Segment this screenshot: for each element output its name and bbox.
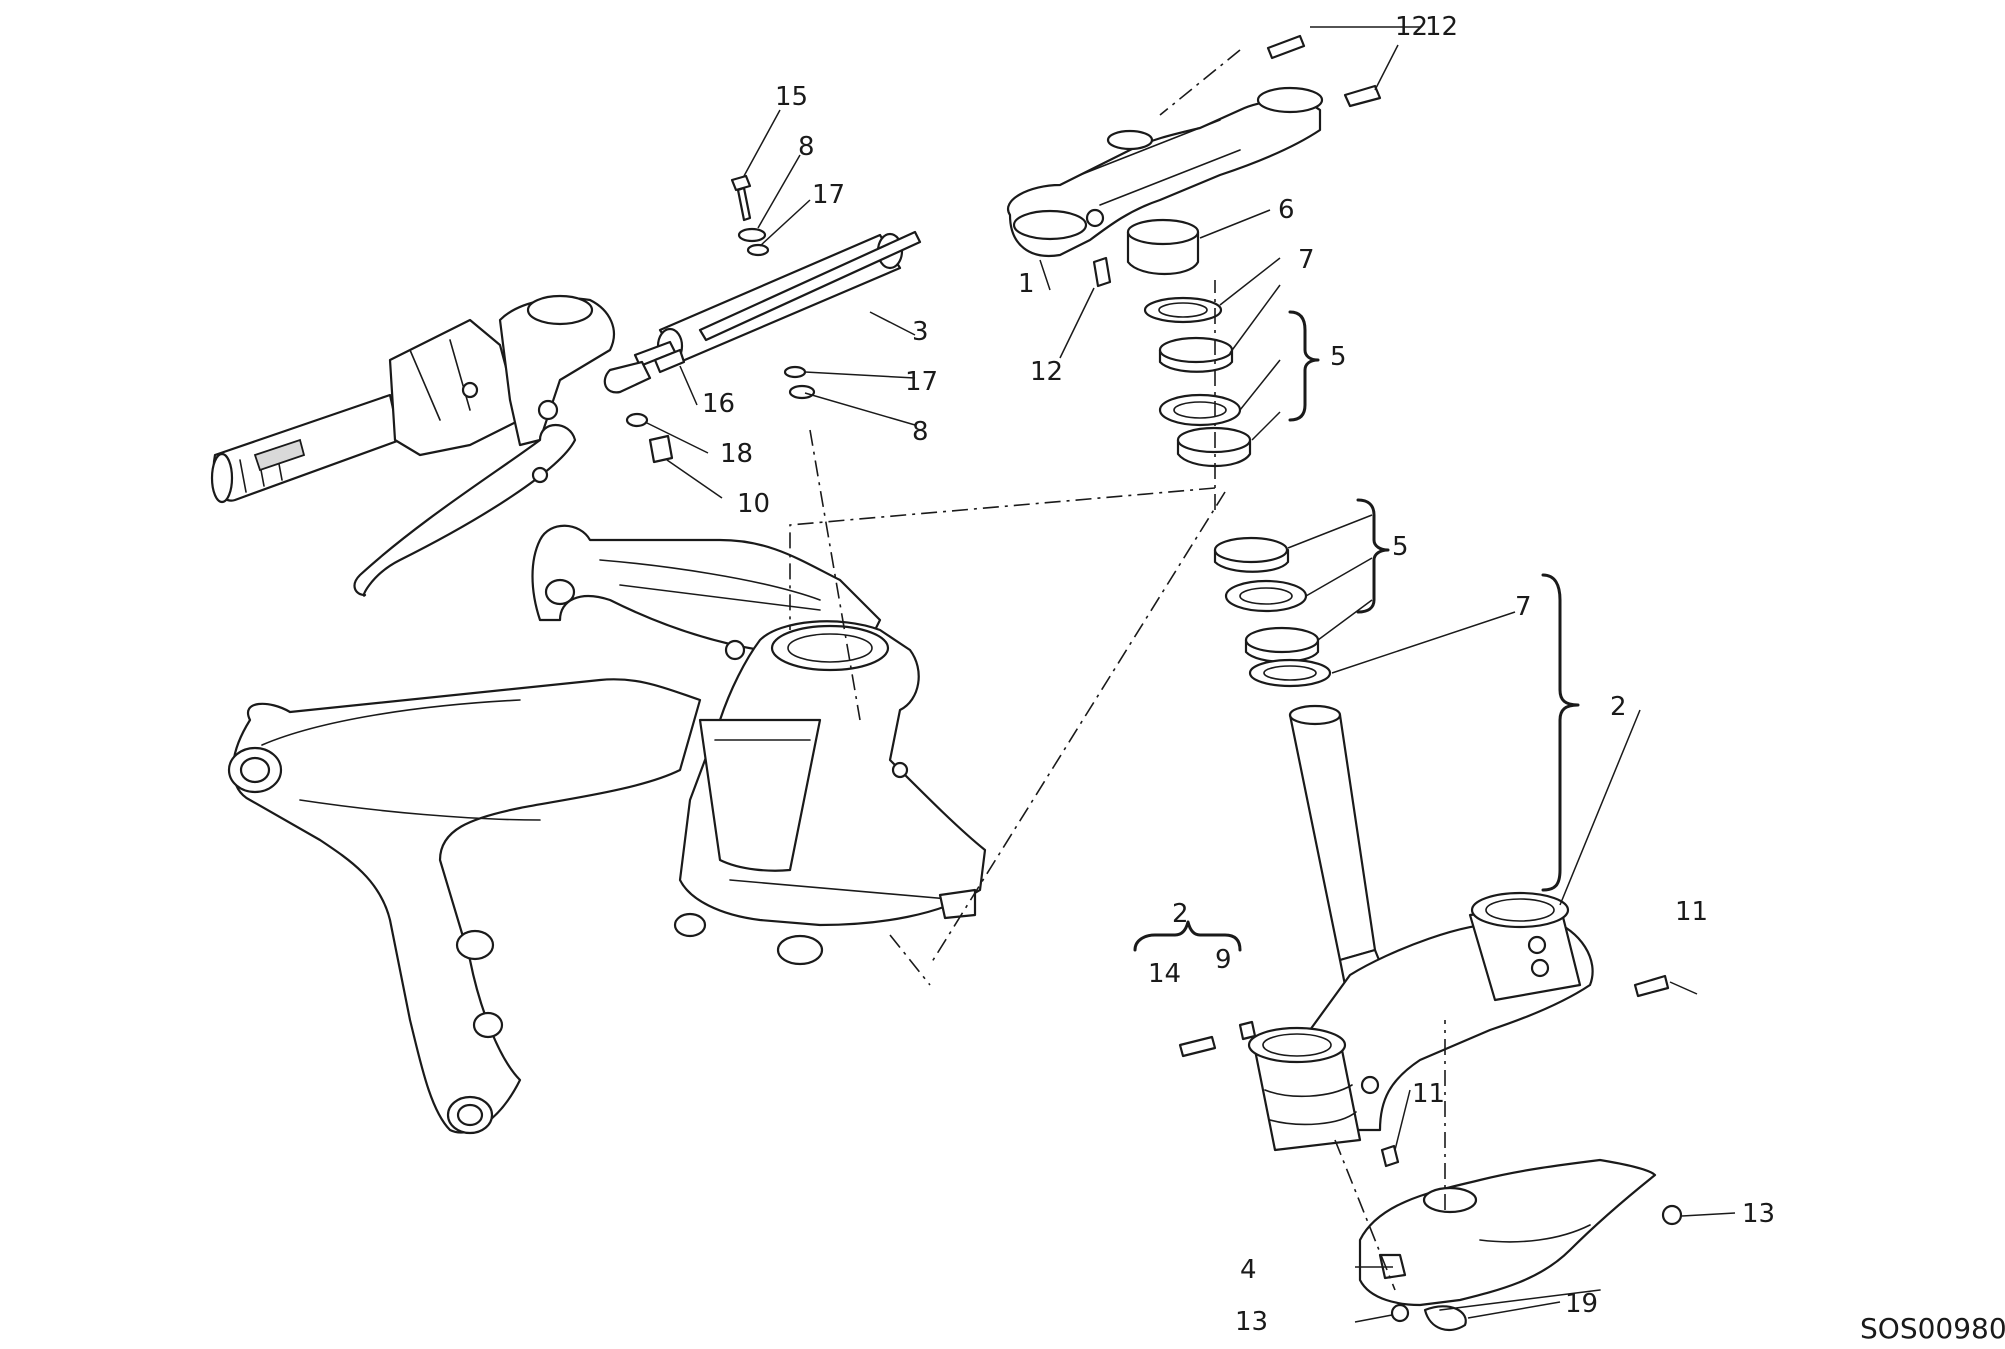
steering-damper bbox=[603, 230, 922, 394]
callout-labels: 12 12 1 12 6 7 5 5 7 2 15 8 17 3 17 8 16… bbox=[702, 12, 1775, 1337]
callout-17-bottom: 17 bbox=[905, 367, 938, 397]
callout-16: 16 bbox=[702, 389, 735, 419]
callout-18: 18 bbox=[720, 439, 753, 469]
callout-6: 6 bbox=[1278, 195, 1295, 225]
callout-17-top: 17 bbox=[812, 180, 845, 210]
callout-7-upper: 7 bbox=[1298, 245, 1315, 275]
drawing-code: SOS00980 bbox=[1860, 1312, 2005, 1345]
callout-12-left: 12 bbox=[1030, 357, 1063, 387]
callout-14: 14 bbox=[1148, 959, 1181, 989]
callout-12-top: 12 bbox=[1425, 12, 1458, 42]
callout-1: 1 bbox=[1018, 269, 1035, 299]
callout-11-center: 11 bbox=[1412, 1079, 1445, 1109]
lower-triple-clamp bbox=[1178, 704, 1670, 1168]
leader-lines bbox=[644, 26, 1736, 1323]
lower-bearing-stack bbox=[1213, 536, 1332, 688]
assembly-lines bbox=[789, 49, 1446, 1291]
callout-3: 3 bbox=[912, 317, 929, 347]
callout-5-upper: 5 bbox=[1330, 342, 1347, 372]
callout-19: 19 bbox=[1565, 1289, 1598, 1319]
callout-8-top: 8 bbox=[798, 132, 815, 162]
frame bbox=[227, 524, 987, 1135]
callout-8-bottom: 8 bbox=[912, 417, 929, 447]
braces bbox=[1133, 310, 1580, 952]
callout-13-right: 13 bbox=[1742, 1199, 1775, 1229]
damper-hardware bbox=[625, 174, 816, 464]
callout-2-right: 2 bbox=[1610, 692, 1627, 722]
steering-stop-plate bbox=[1358, 1158, 1683, 1332]
callout-15: 15 bbox=[775, 82, 808, 112]
callout-4: 4 bbox=[1240, 1255, 1257, 1285]
callout-2-left: 2 bbox=[1172, 899, 1189, 929]
callout-5-lower: 5 bbox=[1392, 532, 1409, 562]
callout-9: 9 bbox=[1215, 945, 1232, 975]
callout-12-right: 12 bbox=[1395, 12, 1428, 42]
callout-7-lower: 7 bbox=[1515, 592, 1532, 622]
upper-triple-clamp bbox=[1007, 34, 1382, 288]
upper-bearing-stack bbox=[1126, 218, 1252, 468]
callout-11-right: 11 bbox=[1675, 897, 1708, 927]
callout-13-bottom: 13 bbox=[1235, 1307, 1268, 1337]
handlebar-assembly bbox=[210, 294, 615, 597]
callout-10: 10 bbox=[737, 489, 770, 519]
